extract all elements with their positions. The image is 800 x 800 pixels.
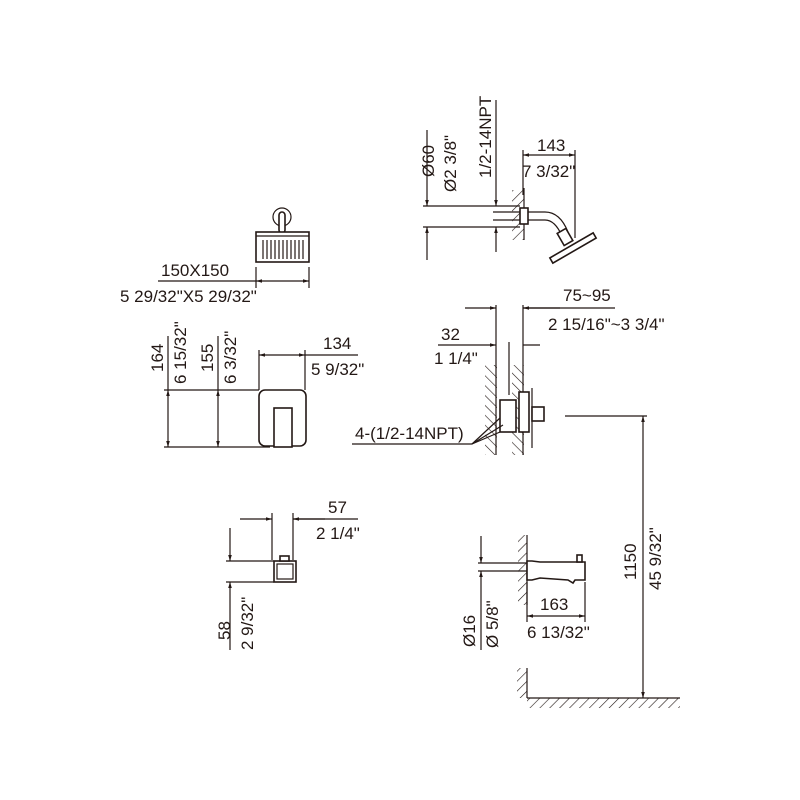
valve-wall-range-mm: 75~95 [563, 286, 611, 305]
shower-reach-in: 7 3/32" [522, 162, 575, 181]
shower-size-in: 5 29/32"X5 29/32" [120, 287, 257, 306]
trim-width-mm: 134 [323, 334, 351, 353]
shower-size-mm: 150X150 [161, 261, 229, 280]
valve-height-mm: 1150 [621, 543, 640, 580]
spout-pipe-mm: Ø16 [460, 615, 479, 647]
floor-line [517, 668, 680, 708]
shower-head-front-view: 150X150 5 29/32"X5 29/32" [120, 207, 310, 306]
valve-connections-label: 4-(1/2-14NPT) [355, 424, 464, 443]
trim-height-mm: 164 [148, 344, 167, 372]
valve-height-in: 45 9/32" [646, 527, 665, 590]
valve-depth-in: 1 1/4" [434, 349, 478, 368]
valve-wall-range-in: 2 15/16"~3 3/4" [548, 315, 665, 334]
diverter-height-in: 2 9/32" [238, 597, 257, 650]
trim-inner-height-mm: 155 [198, 344, 217, 372]
diverter-height-mm: 58 [215, 621, 234, 640]
shower-reach-mm: 143 [537, 136, 565, 155]
trim-plate-front-view: 164 6 15/32" 155 6 3/32" 134 5 9/32" [148, 321, 364, 448]
shower-head-profile [548, 231, 598, 265]
trim-height-in: 6 15/32" [171, 321, 190, 384]
spout-length-mm: 163 [540, 595, 568, 614]
shower-diameter-in: Ø2 3/8" [441, 135, 460, 192]
trim-width-in: 5 9/32" [311, 360, 364, 379]
valve-wall-section: 75~95 2 15/16"~3 3/4" 32 1 1/4" 4-(1/2-1… [352, 286, 665, 698]
tub-spout-view: 163 6 13/32" Ø16 Ø 5/8" [460, 535, 590, 650]
shower-arm-side-view: Ø60 Ø2 3/8" 1/2-14NPT 143 7 3/32" [419, 96, 598, 265]
spout-pipe-in: Ø 5/8" [483, 600, 502, 648]
shower-diameter-mm: Ø60 [419, 145, 438, 177]
spout-length-in: 6 13/32" [527, 623, 590, 642]
diverter-width-mm: 57 [328, 498, 347, 517]
diverter-width-in: 2 1/4" [316, 524, 360, 543]
wall-hatch [512, 190, 524, 240]
shower-head-nozzles [262, 240, 304, 259]
valve-depth-mm: 32 [441, 325, 460, 344]
diverter-view: 57 2 1/4" 58 2 9/32" [215, 498, 360, 650]
shower-thread: 1/2-14NPT [476, 96, 495, 178]
trim-inner-height-in: 6 3/32" [221, 331, 240, 384]
